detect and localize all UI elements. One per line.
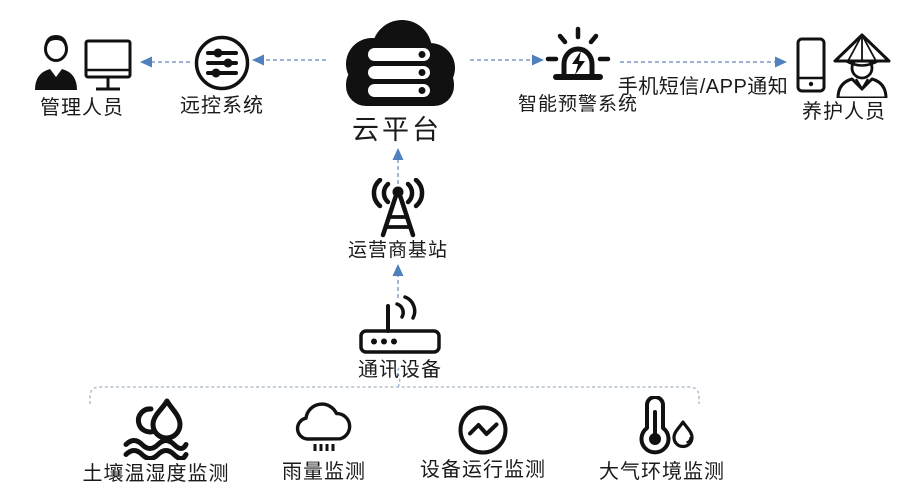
node-remote-system: 远控系统 — [162, 34, 282, 117]
air-monitor-label: 大气环境监测 — [599, 461, 725, 483]
cloud-server-icon — [346, 20, 455, 106]
soil-monitor-label: 土壤温湿度监测 — [82, 463, 230, 485]
person-suit-icon — [34, 35, 77, 90]
node-air-monitor: 大气环境监测 — [592, 396, 732, 483]
arrow-remote-to-manager — [140, 56, 190, 68]
caretaker-label: 养护人员 — [802, 101, 886, 123]
desktop-monitor-icon — [84, 39, 131, 91]
water-drop-waves-icon — [123, 398, 189, 460]
comm-device-label: 通讯设备 — [358, 359, 442, 381]
arrow-cloud-to-remote — [252, 54, 326, 66]
cloud-platform-label: 云平台 — [352, 115, 442, 145]
node-warning-system: 智能预警系统 — [508, 26, 648, 116]
arrow-device-to-station — [392, 264, 404, 298]
node-rain-monitor: 雨量监测 — [254, 400, 394, 483]
base-station-label: 运营商基站 — [347, 240, 448, 261]
warning-system-label: 智能预警系统 — [517, 94, 638, 115]
thermometer-droplet-icon — [639, 396, 694, 455]
arrow-warning-to-caretaker — [620, 56, 787, 68]
device-monitor-label: 设备运行监测 — [420, 459, 546, 481]
rain-monitor-label: 雨量监测 — [282, 461, 366, 483]
manager-label: 管理人员 — [40, 97, 124, 119]
pulse-circle-icon — [458, 405, 508, 455]
node-base-station: 运营商基站 — [338, 178, 458, 262]
node-manager: 管理人员 — [14, 32, 150, 119]
smartphone-icon — [796, 37, 826, 93]
sliders-circle-icon — [194, 35, 250, 91]
node-soil-monitor: 土壤温湿度监测 — [83, 398, 229, 485]
antenna-tower-icon — [371, 178, 425, 238]
arrow-station-to-cloud — [392, 148, 404, 184]
arrow-cloud-to-warning — [470, 54, 544, 66]
bracket-to-device-link — [397, 367, 401, 388]
wireless-router-icon — [359, 295, 441, 354]
node-cloud-platform: 云平台 — [322, 12, 472, 146]
node-caretaker: 养护人员 — [780, 32, 908, 123]
node-comm-device: 通讯设备 — [348, 294, 452, 381]
rain-cloud-icon — [295, 402, 352, 451]
sensor-group-bracket — [89, 386, 700, 404]
notify-edge-label: 手机短信/APP通知 — [617, 76, 789, 98]
siren-alarm-icon — [545, 26, 611, 80]
remote-system-label: 远控系统 — [180, 95, 264, 117]
node-device-monitor: 设备运行监测 — [413, 404, 553, 481]
farmer-hat-person-icon — [833, 33, 891, 98]
